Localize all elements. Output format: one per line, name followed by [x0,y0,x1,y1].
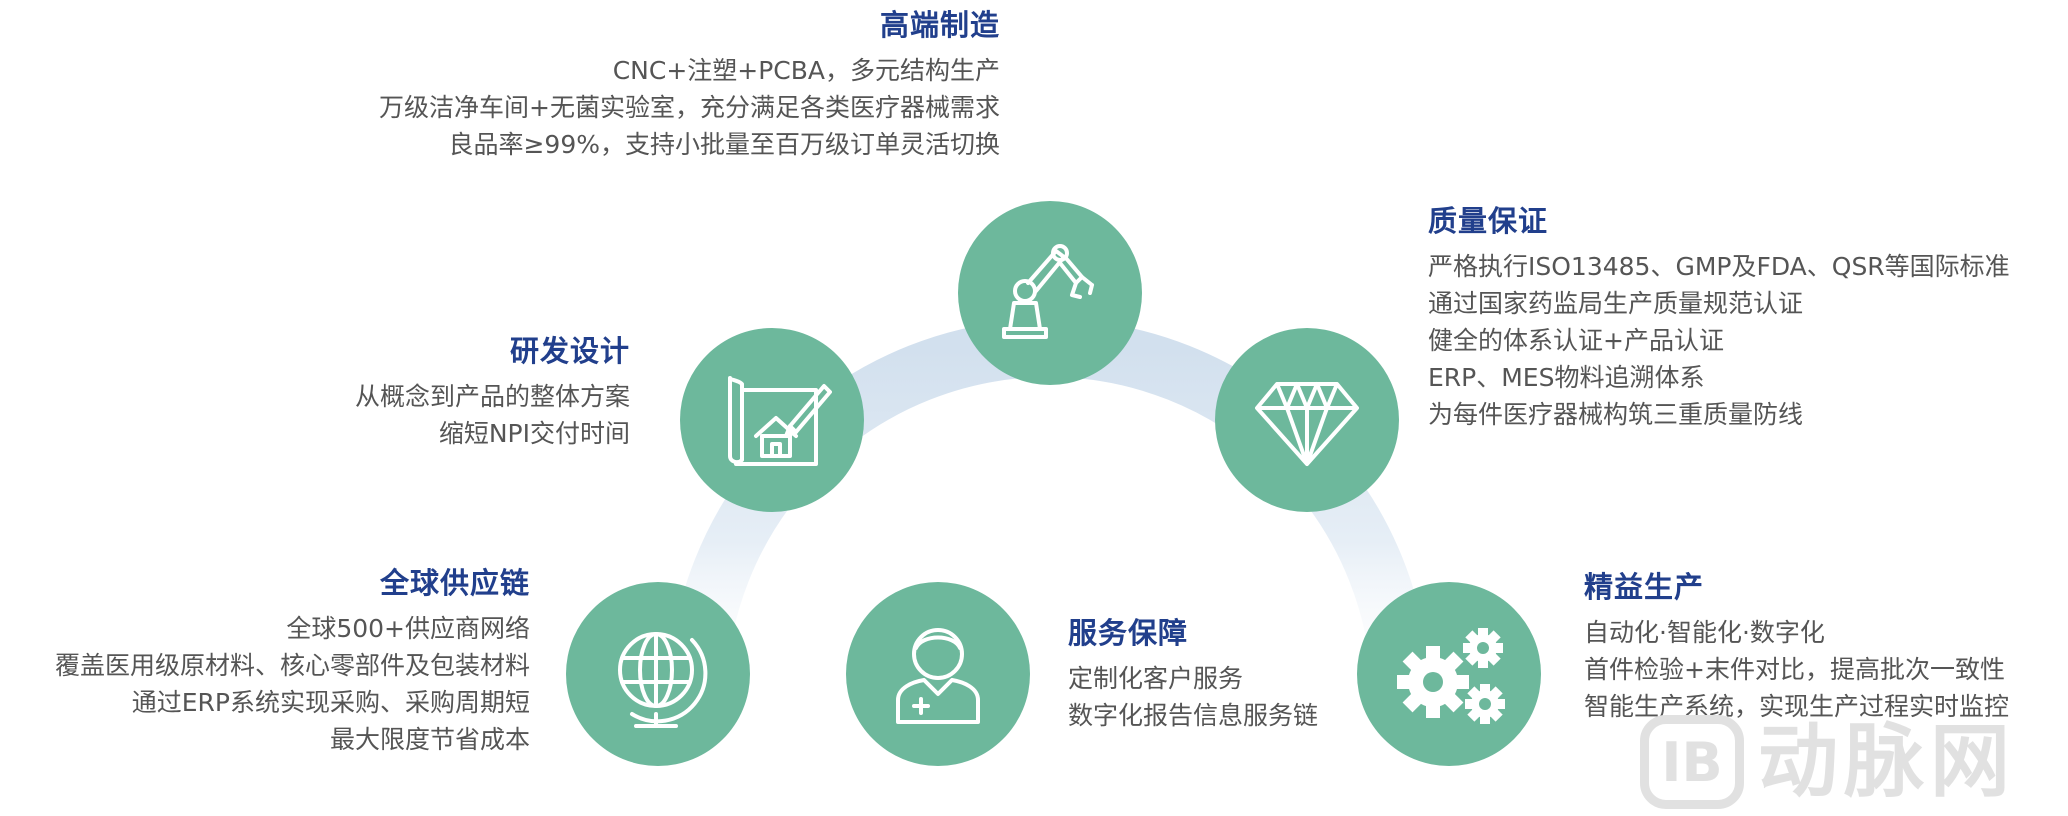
watermark-text: 动脉网 [1758,715,2016,808]
quality-line: 严格执行ISO13485、GMP及FDA、QSR等国际标准 [1428,252,2010,281]
quality-block: 质量保证 严格执行ISO13485、GMP及FDA、QSR等国际标准 通过国家药… [1428,202,2010,433]
quality-line: ERP、MES物料追溯体系 [1428,363,1705,392]
design-block: 研发设计 从概念到产品的整体方案 缩短NPI交付时间 [355,332,630,452]
gears-icon [1397,628,1505,724]
supply-line: 全球500+供应商网络 [286,614,530,643]
quality-node [1215,328,1399,512]
quality-line: 健全的体系认证+产品认证 [1428,326,1724,355]
globe-icon [618,632,708,728]
lean-title: 精益生产 [1584,570,1705,604]
quality-title: 质量保证 [1428,204,1549,238]
design-line: 从概念到产品的整体方案 [354,382,630,411]
quality-line: 为每件医疗器械构筑三重质量防线 [1428,400,1804,429]
supply-node [566,582,750,766]
blueprint-pencil-icon [728,376,832,466]
watermark-logo: IB [1640,715,1744,809]
manufacturing-node [958,201,1142,385]
manufacturing-line: 万级洁净车间+无菌实验室，充分满足各类医疗器械需求 [379,93,1000,122]
design-node [680,328,864,512]
supply-line: 最大限度节省成本 [329,725,530,754]
design-title: 研发设计 [509,334,630,368]
doctor-icon [896,628,980,724]
supply-title: 全球供应链 [379,566,530,600]
service-line: 数字化报告信息服务链 [1068,701,1319,730]
service-node [846,582,1030,766]
service-title: 服务保障 [1068,616,1189,650]
lean-block: 精益生产 自动化·智能化·数字化 首件检验+末件对比，提高批次一致性 智能生产系… [1584,568,2009,725]
diamond-icon [1255,382,1359,466]
lean-line: 首件检验+末件对比，提高批次一致性 [1584,655,2005,684]
supply-block: 全球供应链 全球500+供应商网络 覆盖医用级原材料、核心零部件及包装材料 通过… [55,564,530,758]
service-block: 服务保障 定制化客户服务 数字化报告信息服务链 [1068,614,1318,734]
robot-arm-icon [1002,244,1094,339]
manufacturing-line: CNC+注塑+PCBA，多元结构生产 [612,56,1000,85]
service-line: 定制化客户服务 [1068,664,1244,693]
design-line: 缩短NPI交付时间 [438,419,630,448]
lean-line: 自动化·智能化·数字化 [1584,618,1825,647]
watermark: IB 动脉网 [1640,712,2060,812]
manufacturing-line: 良品率≥99%，支持小批量至百万级订单灵活切换 [448,130,1000,159]
lean-node [1357,582,1541,766]
manufacturing-title: 高端制造 [879,8,1000,42]
supply-line: 覆盖医用级原材料、核心零部件及包装材料 [54,651,530,680]
manufacturing-block: 高端制造 CNC+注塑+PCBA，多元结构生产 万级洁净车间+无菌实验室，充分满… [379,6,1000,163]
quality-line: 通过国家药监局生产质量规范认证 [1428,289,1804,318]
supply-line: 通过ERP系统实现采购、采购周期短 [131,688,530,717]
